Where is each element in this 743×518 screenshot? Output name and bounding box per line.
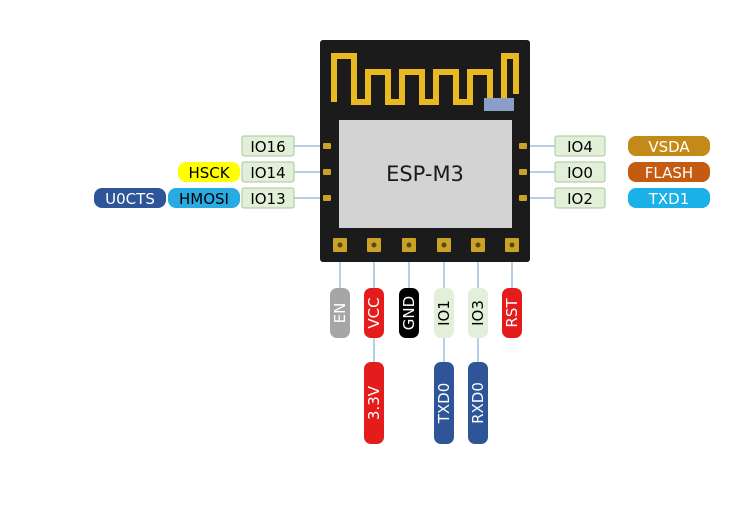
func-label-u0cts: U0CTS [94, 188, 166, 208]
pin-label-io4-box [554, 135, 606, 157]
pad-hole-en [337, 242, 343, 248]
func-label-hmosi: HMOSI [168, 188, 240, 208]
func-label-hsck-box [178, 162, 240, 182]
pin-label-io16: IO16 [241, 135, 295, 157]
pin-label-io13-box [241, 187, 295, 209]
func-label-flash-text: FLASH [645, 164, 693, 182]
pin-label-io16-text: IO16 [250, 138, 285, 156]
pin-label-io2-box [554, 187, 606, 209]
pin-label-vcc-text: VCC [365, 297, 383, 328]
pad-hole-vcc [371, 242, 377, 248]
rf-shield [339, 120, 512, 228]
pin-label-io2-text: IO2 [567, 190, 593, 208]
pin-label-io1-text: IO1 [435, 300, 453, 326]
func-label-txd0-box [434, 362, 454, 444]
pad-hole-gnd [406, 242, 412, 248]
func-label-flash: FLASH [628, 162, 710, 182]
pin-label-io1-box [434, 288, 454, 338]
pin-label-io14: IO14 [241, 161, 295, 183]
func-label-vsda-box [628, 136, 710, 156]
pin-label-io16-box [241, 135, 295, 157]
pad-io4 [519, 143, 527, 149]
pad-io14 [323, 169, 331, 175]
func-label-u0cts-box [94, 188, 166, 208]
func-label-rxd0-box [468, 362, 488, 444]
pin-label-io13: IO13 [241, 187, 295, 209]
pin-label-gnd: GND [399, 288, 419, 338]
pad-hole-io3 [475, 242, 481, 248]
func-label-hsck: HSCK [178, 162, 240, 182]
func-label-rxd0-text: RXD0 [469, 382, 487, 424]
func-label-txd1: TXD1 [628, 188, 710, 208]
pin-label-en-box [330, 288, 350, 338]
func-label-txd1-text: TXD1 [648, 190, 690, 208]
pin-label-rst-text: RST [503, 298, 521, 328]
pin-label-vcc-box [364, 288, 384, 338]
pad-io13 [323, 195, 331, 201]
pad-hole-rst [509, 242, 515, 248]
func-label-vsda: VSDA [628, 136, 710, 156]
orientation-marker [484, 98, 514, 111]
pin-label-en: EN [330, 288, 350, 338]
func-label-3-3v-box [364, 362, 384, 444]
pin-label-io0-box [554, 161, 606, 183]
pin-label-en-text: EN [331, 303, 349, 324]
func-label-vsda-text: VSDA [648, 138, 690, 156]
func-label-3-3v-text: 3.3V [365, 385, 383, 420]
pad-hole-io1 [441, 242, 447, 248]
pin-label-io2: IO2 [554, 187, 606, 209]
pin-label-io1: IO1 [434, 288, 454, 338]
func-label-hsck-text: HSCK [188, 164, 230, 182]
func-label-flash-box [628, 162, 710, 182]
pin-label-io0-text: IO0 [567, 164, 593, 182]
func-label-3-3v: 3.3V [364, 362, 384, 444]
func-label-txd0: TXD0 [434, 362, 454, 444]
func-label-txd1-box [628, 188, 710, 208]
pin-label-gnd-box [399, 288, 419, 338]
pin-label-io0: IO0 [554, 161, 606, 183]
pin-label-vcc: VCC [364, 288, 384, 338]
module-name: ESP-M3 [386, 162, 464, 186]
pin-label-io3-box [468, 288, 488, 338]
pin-label-rst-box [502, 288, 522, 338]
esp-module: ESP-M3 [320, 40, 530, 262]
pin-label-io4-text: IO4 [567, 138, 593, 156]
pin-label-io3-text: IO3 [469, 300, 487, 326]
pin-label-io14-box [241, 161, 295, 183]
pin-label-io3: IO3 [468, 288, 488, 338]
pin-label-io4: IO4 [554, 135, 606, 157]
pad-io0 [519, 169, 527, 175]
pin-label-rst: RST [502, 288, 522, 338]
func-label-hmosi-box [168, 188, 240, 208]
func-label-hmosi-text: HMOSI [179, 190, 229, 208]
pin-label-gnd-text: GND [400, 296, 418, 330]
pin-label-io13-text: IO13 [250, 190, 285, 208]
pad-io16 [323, 143, 331, 149]
pad-io2 [519, 195, 527, 201]
pin-label-io14-text: IO14 [250, 164, 285, 182]
module-pads [323, 143, 527, 252]
func-label-rxd0: RXD0 [468, 362, 488, 444]
func-label-txd0-text: TXD0 [435, 383, 453, 425]
func-label-u0cts-text: U0CTS [105, 190, 155, 208]
